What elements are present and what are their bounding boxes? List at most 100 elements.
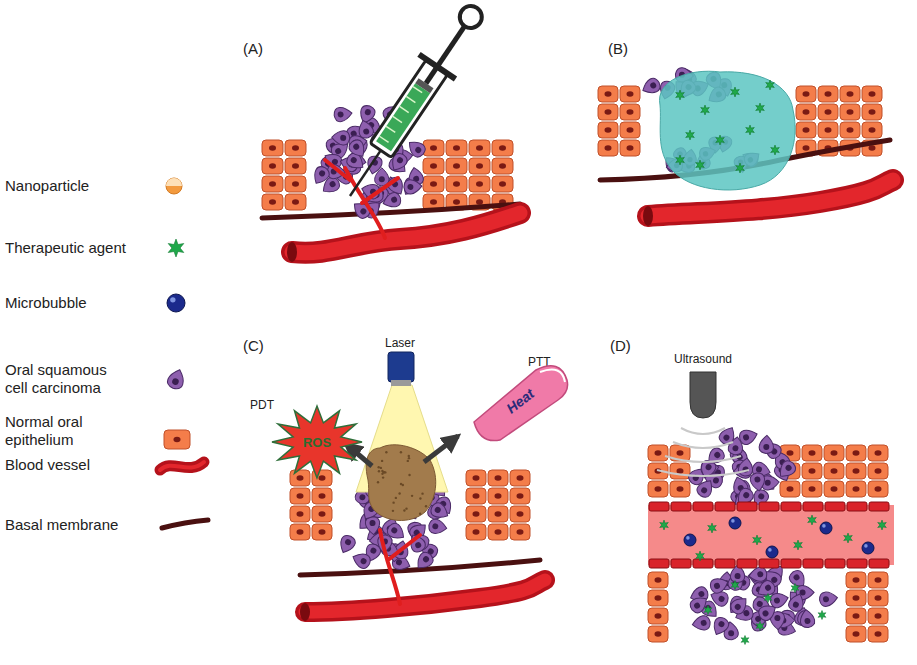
epithelial-cell — [780, 481, 800, 497]
tumor-speckle — [392, 501, 394, 503]
endothelial-cell — [781, 559, 801, 568]
epithelial-cell — [840, 122, 860, 138]
tumor-cell — [166, 367, 188, 391]
syringe-mark — [379, 136, 388, 142]
therapeutic-agent — [753, 535, 762, 545]
cell-nucleus — [476, 145, 483, 151]
cell-nucleus — [319, 475, 326, 481]
ultrasound-wave — [673, 442, 733, 448]
syringe-ring — [456, 2, 487, 33]
legend-text: Blood vessel — [5, 456, 155, 474]
cell-nucleus — [379, 176, 385, 182]
cell-nucleus — [432, 523, 439, 530]
epithelial-cell — [648, 626, 668, 642]
cell-nucleus — [174, 437, 181, 443]
therapeutic-agent — [701, 105, 710, 115]
cell-nucleus — [875, 595, 882, 601]
cell-nucleus — [297, 493, 304, 499]
tumor-speckle — [425, 505, 427, 507]
cell-nucleus — [495, 475, 502, 481]
therapeutic-agent — [660, 520, 669, 530]
endothelial-cell — [803, 559, 823, 568]
laser-device — [388, 352, 414, 382]
therapeutic-agent — [756, 103, 765, 113]
microbubble — [729, 517, 741, 529]
epithelial-cell — [868, 626, 888, 642]
epithelial-cell — [164, 430, 190, 449]
tumor-cell — [347, 137, 369, 160]
panel-a — [262, 0, 520, 262]
cell-nucleus — [787, 486, 794, 492]
cell-nucleus — [853, 631, 860, 637]
epithelial-cell — [868, 572, 888, 588]
tumor-cell — [769, 591, 790, 609]
cell-nucleus — [853, 577, 860, 583]
legend-icons — [160, 178, 208, 528]
syringe-mark — [386, 126, 395, 132]
cell-nucleus — [359, 207, 367, 215]
cell-nucleus — [396, 156, 404, 164]
epithelial-cell — [824, 481, 844, 497]
therapeutic-agent — [731, 581, 739, 590]
endothelial-cell — [715, 502, 735, 511]
cell-nucleus — [422, 555, 430, 563]
cell-nucleus — [755, 466, 762, 473]
epithelial-cell — [824, 463, 844, 479]
epithelial-cell — [868, 608, 888, 624]
panel-label: (B) — [608, 40, 628, 58]
microbubble-highlight — [768, 548, 772, 552]
tumor-speckle — [411, 495, 413, 497]
cell-nucleus — [804, 618, 811, 625]
cell-nucleus — [297, 511, 304, 517]
blood-vessel — [305, 580, 545, 612]
cell-nucleus — [453, 163, 460, 169]
cell-nucleus — [825, 127, 832, 133]
epithelial-cell — [648, 608, 668, 624]
therapeutic-agent — [746, 125, 755, 135]
cell-nucleus — [742, 434, 749, 441]
therapeutic-agent — [696, 160, 705, 170]
epithelial-cell — [862, 122, 882, 138]
cell-nucleus — [627, 145, 634, 151]
legend-text: Nanoparticle — [5, 177, 155, 195]
epithelial-cell — [488, 524, 508, 540]
microbubble-highlight — [686, 536, 690, 540]
epithelial-cell — [846, 463, 866, 479]
tumor-cell — [728, 594, 751, 617]
cell-nucleus — [369, 520, 376, 527]
tumor-cell — [429, 501, 452, 522]
epithelial-cell — [262, 176, 283, 192]
cell-nucleus — [453, 145, 460, 151]
panel-label: (D) — [610, 337, 631, 355]
endothelial-cell — [803, 502, 823, 511]
basal-membrane — [162, 520, 208, 528]
vessel-branch — [325, 160, 398, 238]
microbubble-highlight — [822, 524, 826, 528]
tumor-cell-body — [708, 575, 730, 595]
endothelial-cell — [715, 559, 735, 568]
tumor-speckle — [400, 451, 402, 453]
therapeutic-agent — [764, 594, 772, 603]
endothelial-cell — [781, 502, 801, 511]
tumor-speckle — [408, 455, 410, 457]
cell-nucleus — [698, 590, 706, 598]
cell-nucleus — [803, 109, 810, 115]
epithelial-cell — [846, 445, 866, 461]
heat-emitter-rim — [540, 370, 565, 382]
cell-nucleus — [869, 91, 876, 97]
cell-nucleus — [627, 91, 634, 97]
tumor-cell-body — [331, 130, 350, 145]
panel-c — [290, 352, 545, 621]
tumor-cell-body — [347, 137, 369, 160]
epithelial-cell — [846, 590, 866, 606]
cell-nucleus — [655, 577, 662, 583]
cell-nucleus — [773, 597, 780, 604]
tumor-speckle — [377, 466, 379, 468]
epithelial-cell — [648, 572, 668, 588]
vessel-lumen — [648, 505, 894, 565]
tumor-cell-body — [695, 477, 717, 500]
cell-nucleus — [473, 475, 480, 481]
cell-nucleus — [430, 163, 437, 169]
epithelial-cell — [670, 481, 690, 497]
tumor-cell — [787, 591, 807, 613]
